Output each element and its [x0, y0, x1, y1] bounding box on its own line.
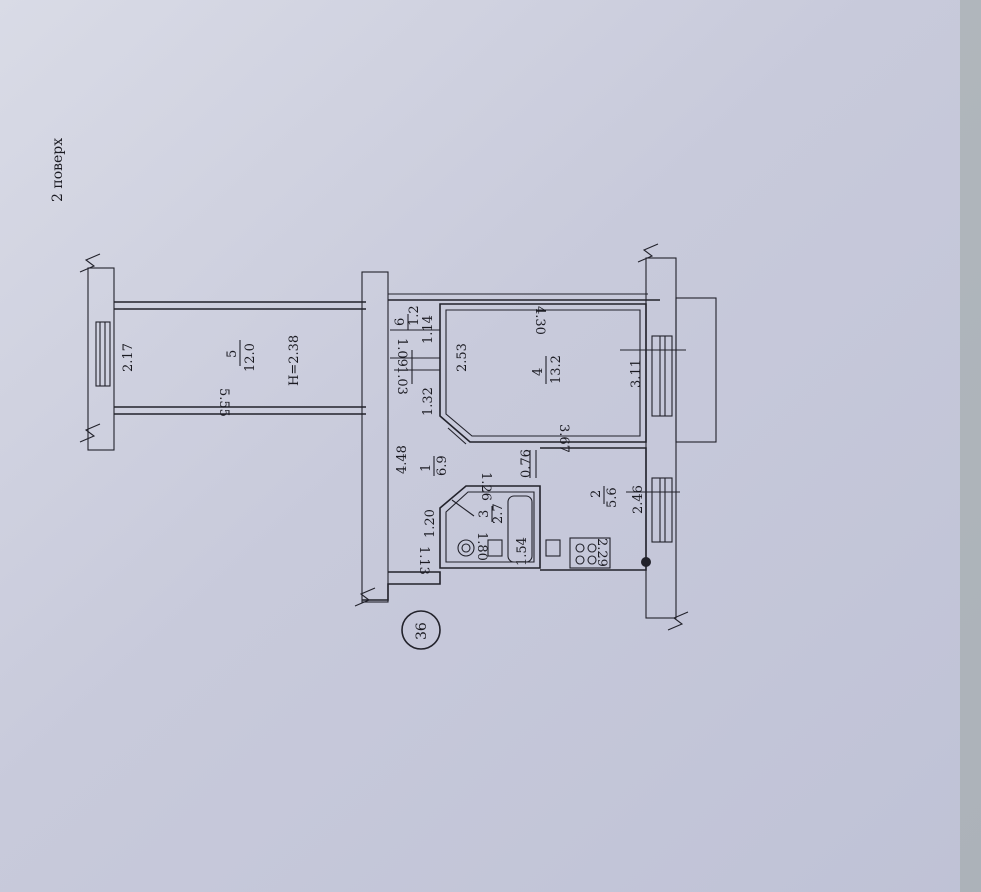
room-length: 4.30 [532, 306, 547, 335]
closet-a: 1.14 [421, 315, 436, 344]
living-room-number: 4 [531, 368, 546, 376]
gas-riser [641, 557, 651, 567]
loggia-outline [675, 297, 717, 443]
kitchen-sink [545, 539, 561, 557]
living-room-outline [439, 303, 647, 443]
bathroom-number: 3 [477, 510, 492, 518]
sink [487, 539, 503, 557]
kitchen-outline [540, 447, 647, 571]
room-width: 2.53 [455, 343, 470, 372]
table-edge [960, 0, 981, 892]
bath-side: 1.26 [478, 472, 493, 501]
kitchen-window [651, 477, 673, 543]
closet-area: 1.2 [407, 305, 422, 326]
closet-number: 6 [393, 318, 408, 326]
living-room-area: 13.2 [549, 355, 564, 384]
corridor-mid: 1.32 [421, 387, 436, 416]
closet-b: 1.09 [394, 338, 409, 367]
bathroom-outline [439, 485, 541, 569]
balcony-number: 5 [225, 350, 240, 358]
bathtub-length: 1.54 [515, 537, 530, 566]
balcony-height: H=2.38 [287, 335, 302, 386]
balcony-outer-wall [87, 267, 115, 451]
bath-length: 1.80 [474, 532, 489, 561]
balcony [79, 253, 366, 451]
apartment-walls [354, 243, 717, 631]
balcony-width: 2.17 [121, 343, 136, 372]
corridor-area: 6.9 [435, 455, 450, 476]
kitchen-area: 5.6 [605, 487, 620, 508]
corridor-number: 1 [419, 464, 434, 472]
kitchen-number: 2 [589, 490, 604, 498]
corridor-length: 4.48 [395, 445, 410, 474]
balcony-area: 12.0 [243, 343, 258, 372]
stove [569, 537, 611, 569]
kitchen-width: 2.46 [631, 485, 646, 514]
floor-label: 2 поверх [50, 138, 66, 202]
room-window [651, 335, 673, 417]
door-gap: 0.76 [519, 449, 534, 478]
balcony-length: 5.55 [216, 388, 231, 417]
toilet [457, 539, 475, 557]
corridor-short: 1.20 [423, 509, 438, 538]
kitchen-length: 2.29 [594, 538, 609, 567]
room-side: 3.67 [556, 424, 571, 453]
bathtub [507, 495, 533, 563]
closet-c: 1.03 [394, 366, 409, 395]
apartment-number-circle [401, 610, 441, 650]
apartment-number: 36 [414, 622, 430, 640]
bathroom-area: 2.7 [491, 503, 506, 524]
balcony-window [95, 321, 111, 387]
window-pier: 3.11 [629, 359, 644, 388]
corridor-end: 1.13 [416, 546, 431, 575]
wall-left [361, 271, 389, 603]
